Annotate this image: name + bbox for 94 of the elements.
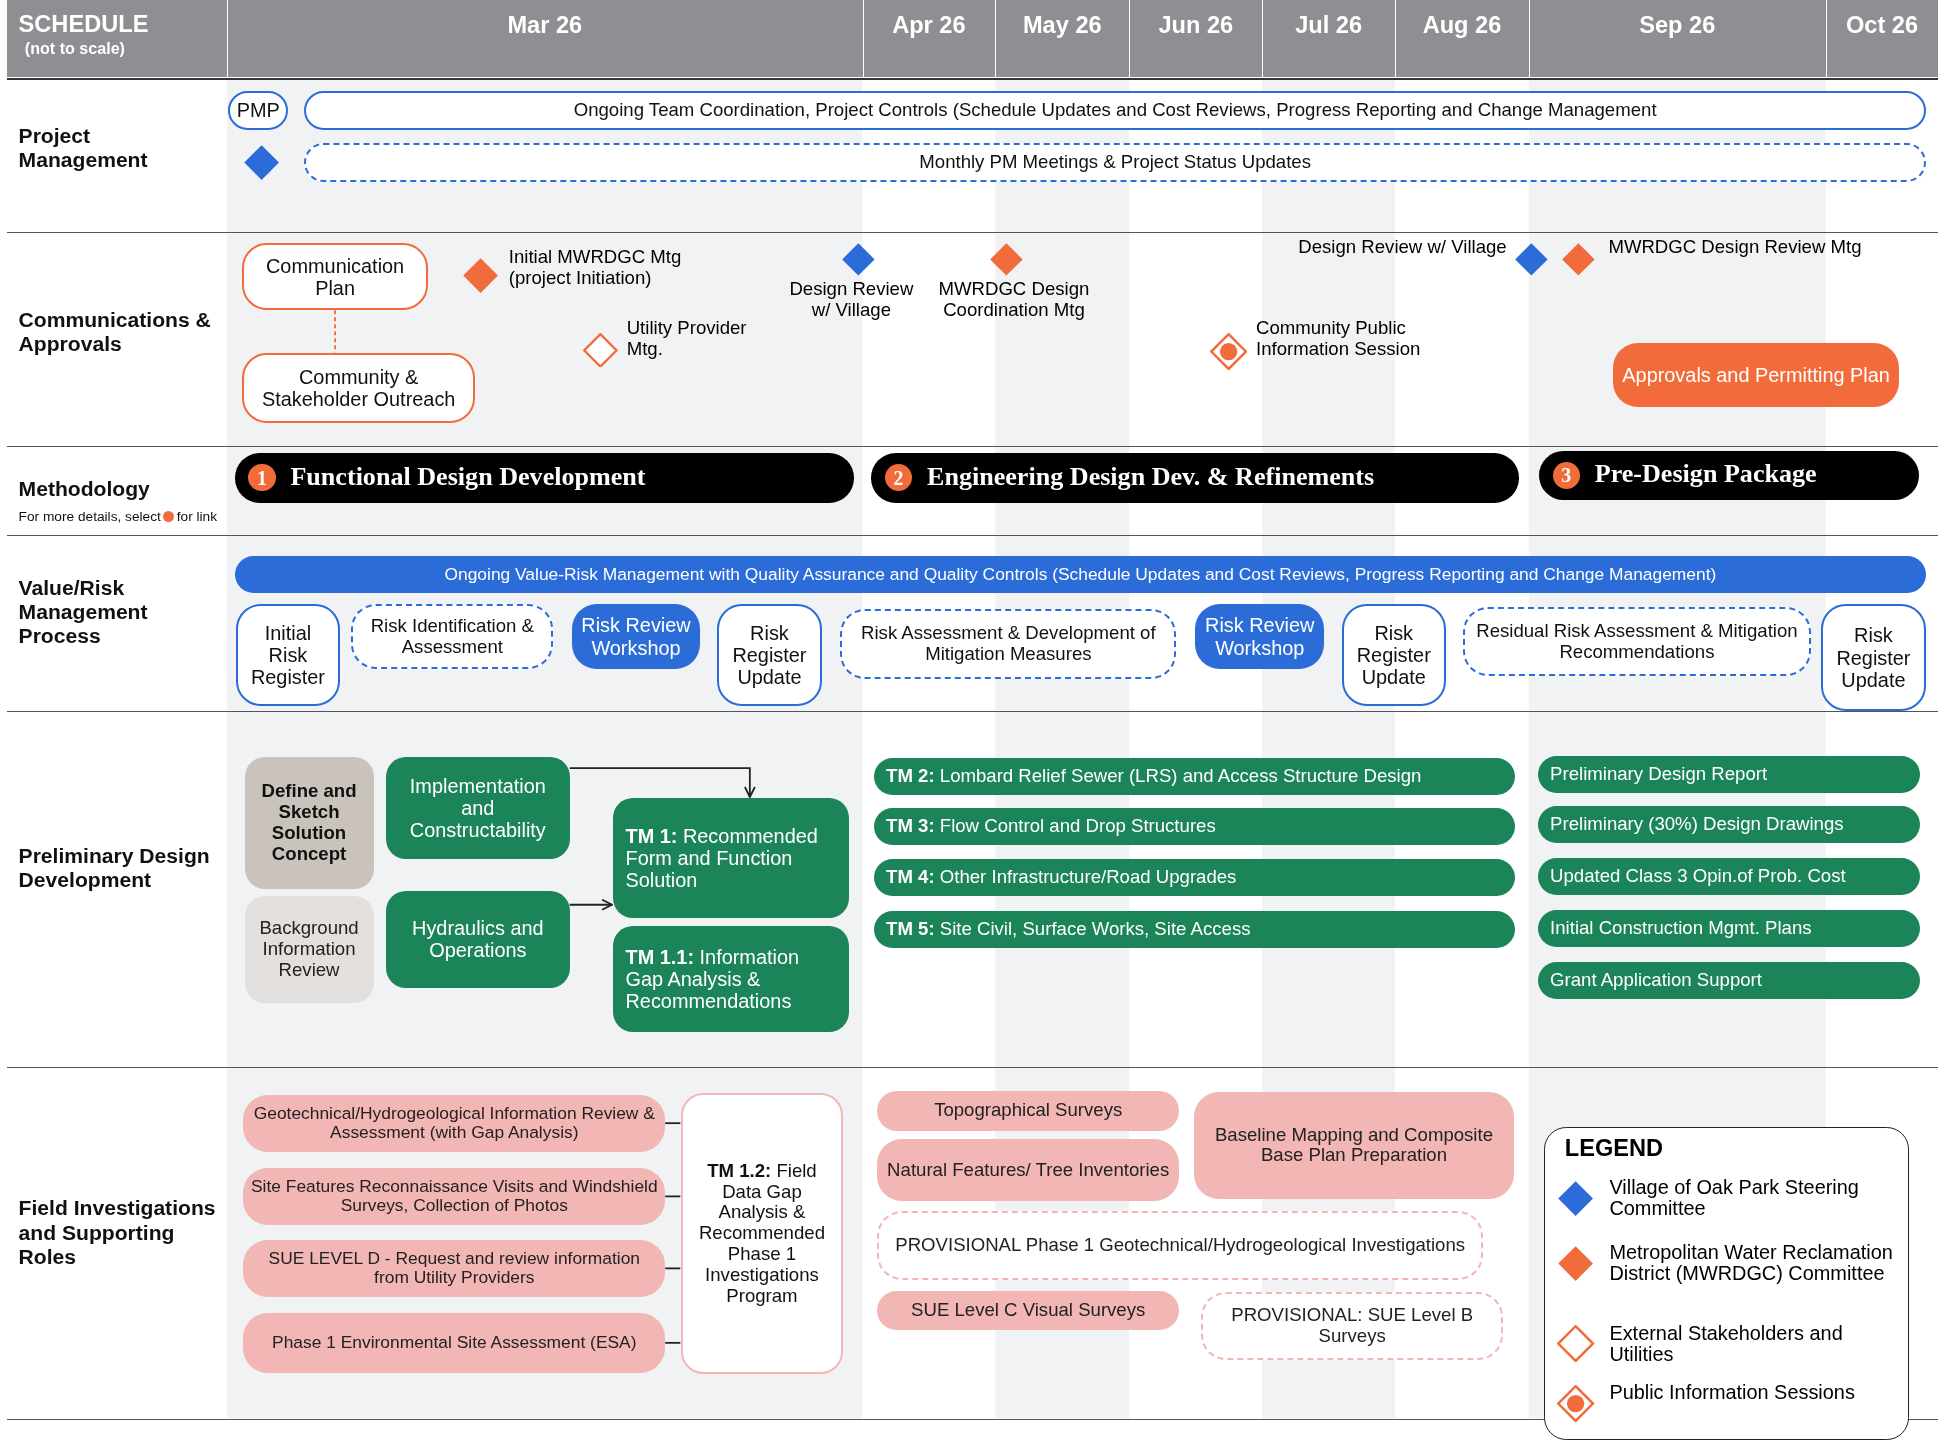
month-label: Aug 26	[1421, 12, 1503, 40]
row-heading: Field Investigations and Supporting Roles	[18, 1196, 217, 1270]
task-box: Implementation and Constructability	[386, 757, 570, 859]
arrow	[568, 898, 613, 911]
task-pill: Phase 1 Environmental Site Assessment (ESA)	[243, 1313, 666, 1373]
note-text: For more details, select	[18, 508, 161, 525]
deliverable-box: Preliminary Design Report	[1537, 755, 1920, 793]
number-badge: 3	[1552, 461, 1580, 489]
milestone-diamond	[1210, 332, 1248, 370]
row-heading: Value/Risk Management Process	[18, 575, 149, 649]
milestone-label: Initial MWRDGC Mtg (project Initiation)	[508, 245, 683, 289]
deliverable-box: TM 1: Recommended Form and Function Solution	[613, 798, 849, 919]
task-pill: Topographical Surveys	[877, 1090, 1179, 1131]
month-label: Sep 26	[1638, 12, 1717, 40]
deliverable-box: TM 2: Lombard Relief Sewer (LRS) and Access Structure Design	[873, 758, 1516, 796]
milestone-diamond	[461, 256, 499, 295]
row-heading: Methodology	[18, 476, 151, 501]
task-pill: Risk Identification & Assessment	[351, 604, 554, 669]
task-pill: Residual Risk Assessment & Mitigation Recommendations	[1463, 606, 1811, 677]
milestone-diamond	[841, 242, 877, 277]
connector-line	[664, 1195, 682, 1198]
task-pill: Communication Plan	[242, 243, 429, 311]
month-label: Apr 26	[891, 12, 967, 40]
connector-line	[664, 1341, 682, 1344]
milestone-diamond	[1514, 242, 1549, 277]
task-box: Define and Sketch Solution Concept	[244, 757, 374, 889]
row-heading: Project Management	[18, 124, 149, 173]
phase-title: Engineering Design Dev. & Refinements	[927, 461, 1376, 492]
deliverable-box: Grant Application Support	[1537, 961, 1920, 999]
milestone-label: Community Public Information Session	[1256, 316, 1422, 360]
milestone-label: Design Review w/ Village	[788, 278, 915, 321]
legend-text: Metropolitan Water Reclamation District (MWRDGC) Committee	[1609, 1242, 1894, 1284]
task-pill: Approvals and Permitting Plan	[1613, 342, 1899, 407]
phase-bar	[234, 453, 854, 503]
task-pill: Risk Register Update	[717, 604, 822, 707]
task-pill: Ongoing Team Coordination, Project Controls (Schedule Updates and Cost Reviews, Progress Reporting and Change Management	[304, 90, 1927, 131]
connector-line	[664, 1122, 682, 1125]
task-pill: Initial Risk Register	[235, 604, 341, 707]
phase-bar	[1538, 450, 1919, 501]
number-badge: 2	[884, 464, 913, 492]
task-pill: Site Features Reconnaissance Visits and Windshield Surveys, Collection of Photos	[243, 1167, 666, 1225]
milestone-diamond	[989, 242, 1024, 277]
milestone-diamond	[1561, 242, 1597, 277]
deliverable-box: Initial Construction Mgmt. Plans	[1537, 909, 1920, 947]
deliverable-box: TM 5: Site Civil, Surface Works, Site Access	[873, 910, 1516, 949]
deliverable-box: Preliminary (30%) Design Drawings	[1537, 805, 1920, 843]
month-label: May 26	[1021, 12, 1103, 40]
task-pill: SUE LEVEL D - Request and review information from Utility Providers	[243, 1239, 666, 1297]
phase-title: Pre-Design Package	[1594, 459, 1818, 490]
deliverable-box: TM 4: Other Infrastructure/Road Upgrades	[873, 858, 1516, 896]
legend-title: LEGEND	[1564, 1135, 1664, 1163]
task-pill: Risk Review Workshop	[572, 604, 700, 669]
note-text: (not to scale)	[24, 38, 125, 57]
legend-text: External Stakeholders and Utilities	[1609, 1322, 1844, 1365]
arrow	[568, 767, 756, 798]
milestone-label: MWRDGC Design Coordination Mtg	[937, 278, 1091, 321]
note-text: for link	[176, 508, 218, 525]
task-pill: Risk Assessment & Development of Mitigation Measures	[840, 609, 1177, 679]
task-pill: Natural Features/ Tree Inventories	[877, 1139, 1179, 1202]
deliverable-box: TM 1.1: Information Gap Analysis & Recommendations	[613, 925, 849, 1033]
task-pill: SUE Level C Visual Surveys	[877, 1290, 1179, 1331]
task-pill: Geotechnical/Hydrogeological Information Review & Assessment (with Gap Analysis)	[243, 1094, 666, 1152]
task-pill: Baseline Mapping and Composite Base Plan Preparation	[1193, 1092, 1515, 1199]
number-badge: 1	[248, 464, 276, 492]
month-label: Oct 26	[1844, 12, 1920, 40]
legend-text: Public Information Sessions	[1609, 1382, 1856, 1404]
month-label: Jun 26	[1157, 12, 1235, 40]
phase-bar	[871, 453, 1519, 503]
task-box: Hydraulics and Operations	[386, 891, 570, 988]
deliverable-box: TM 3: Flow Control and Drop Structures	[873, 807, 1516, 846]
connector-line	[664, 1267, 682, 1270]
task-box: Background Information Review	[244, 896, 374, 1003]
task-pill: Risk Review Workshop	[1195, 604, 1325, 669]
milestone-diamond	[243, 144, 281, 182]
milestone-label: MWRDGC Design Review Mtg	[1608, 235, 1863, 258]
milestone-label: Utility Provider Mtg.	[626, 316, 748, 360]
month-label: Mar 26	[506, 12, 584, 40]
row-heading: Communications & Approvals	[18, 307, 212, 357]
task-pill: PROVISIONAL Phase 1 Geotechnical/Hydrogeological Investigations	[877, 1211, 1483, 1280]
deliverable-box: Updated Class 3 Opin.of Prob. Cost	[1537, 857, 1920, 895]
task-pill: Risk Register Update	[1820, 604, 1927, 712]
milestone-diamond	[583, 332, 619, 368]
task-pill: PROVISIONAL: SUE Level B Surveys	[1201, 1292, 1503, 1361]
row-heading: Preliminary Design Development	[18, 843, 211, 893]
month-label: Jul 26	[1294, 12, 1364, 40]
task-pill: Community & Stakeholder Outreach	[242, 352, 476, 424]
task-pill: Ongoing Value-Risk Management with Quality Assurance and Quality Controls (Schedule Updates and Cost Reviews, Progress Reporting and Change Management)	[234, 556, 1927, 594]
task-box: TM 1.2: Field Data Gap Analysis & Recommended Phase 1 Investigations Program	[681, 1093, 843, 1374]
task-pill: Risk Register Update	[1341, 604, 1446, 707]
schedule-heading: SCHEDULE	[18, 11, 149, 39]
phase-title: Functional Design Development	[290, 461, 647, 492]
task-pill: Monthly PM Meetings & Project Status Updates	[304, 142, 1927, 183]
milestone-label: Design Review w/ Village	[1297, 235, 1507, 258]
legend-text: Village of Oak Park Steering Committee	[1609, 1177, 1860, 1220]
